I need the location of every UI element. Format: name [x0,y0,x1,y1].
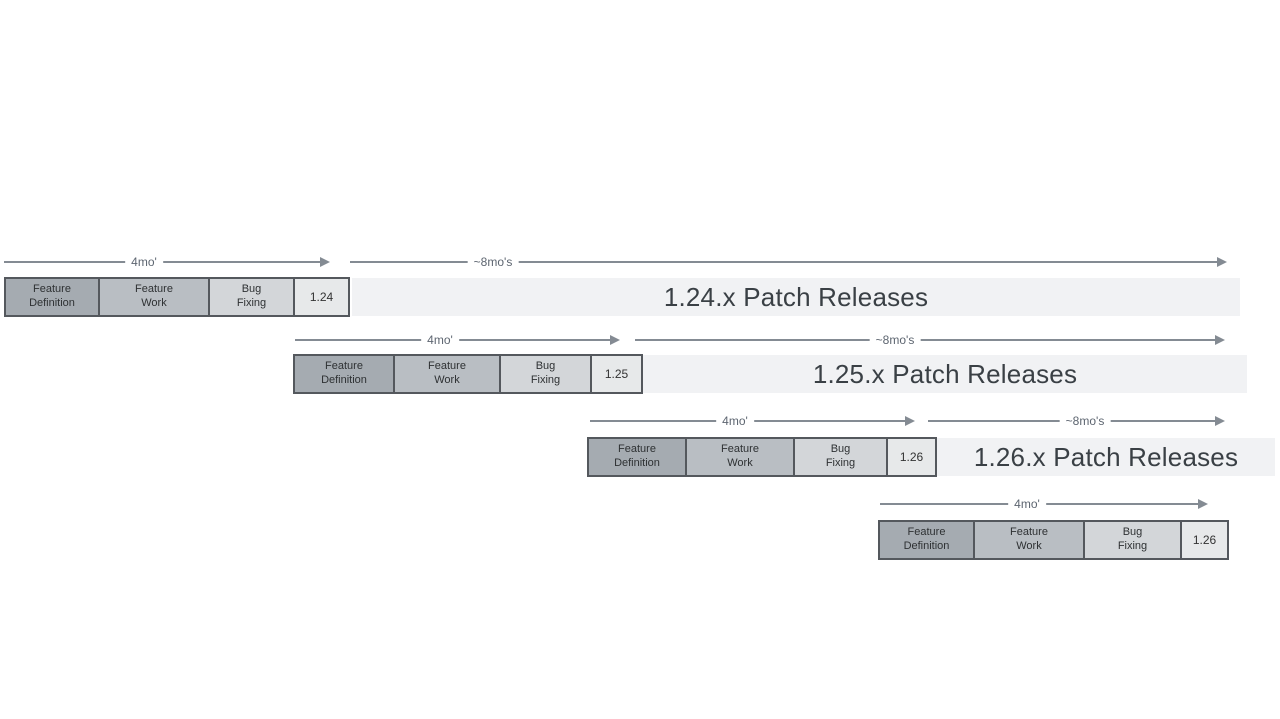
stage-box-bug-fixing: Bug Fixing [793,437,888,477]
dev-cycle-arrow: 4mo' [295,332,620,348]
version-box: 1.25 [590,354,643,394]
patch-releases-label: 1.24.x Patch Releases [663,281,929,312]
dev-duration-label: 4mo' [421,332,459,348]
stage-box-feature-definition: Feature Definition [4,277,100,317]
arrow-line [4,261,324,263]
arrow-head-icon [1217,257,1227,267]
stage-box-bug-fixing: Bug Fixing [208,277,295,317]
arrow-head-icon [1215,335,1225,345]
arrow-head-icon [1215,416,1225,426]
arrow-head-icon [905,416,915,426]
dev-duration-label: 4mo' [125,254,163,270]
version-box: 1.26 [886,437,937,477]
stage-box-feature-definition: Feature Definition [878,520,975,560]
arrow-line [635,339,1219,341]
arrow-head-icon [320,257,330,267]
stage-box-feature-definition: Feature Definition [587,437,687,477]
arrow-head-icon [610,335,620,345]
patch-releases-band: 1.24.x Patch Releases [352,278,1240,316]
dev-cycle-arrow: 4mo' [880,496,1208,512]
dev-duration-label: 4mo' [716,413,754,429]
patch-duration-label: ~8mo's [1059,413,1111,429]
arrow-head-icon [1198,499,1208,509]
patch-cycle-arrow: ~8mo's [350,254,1227,270]
stage-box-bug-fixing: Bug Fixing [1083,520,1182,560]
version-box: 1.24 [293,277,350,317]
stage-box-feature-work: Feature Work [973,520,1085,560]
stage-box-feature-work: Feature Work [685,437,795,477]
patch-cycle-arrow: ~8mo's [635,332,1225,348]
patch-cycle-arrow: ~8mo's [928,413,1225,429]
patch-releases-band: 1.25.x Patch Releases [643,355,1247,393]
arrow-line [350,261,1221,263]
patch-duration-label: ~8mo's [467,254,519,270]
dev-duration-label: 4mo' [1008,496,1046,512]
patch-releases-band: 1.26.x Patch Releases [937,438,1275,476]
stage-box-feature-work: Feature Work [98,277,210,317]
stage-box-bug-fixing: Bug Fixing [499,354,592,394]
patch-duration-label: ~8mo's [869,332,921,348]
version-box: 1.26 [1180,520,1229,560]
dev-cycle-arrow: 4mo' [590,413,915,429]
stage-box-feature-definition: Feature Definition [293,354,395,394]
patch-releases-label: 1.25.x Patch Releases [812,358,1078,389]
dev-cycle-arrow: 4mo' [4,254,330,270]
patch-releases-label: 1.26.x Patch Releases [973,441,1239,472]
stage-box-feature-work: Feature Work [393,354,501,394]
